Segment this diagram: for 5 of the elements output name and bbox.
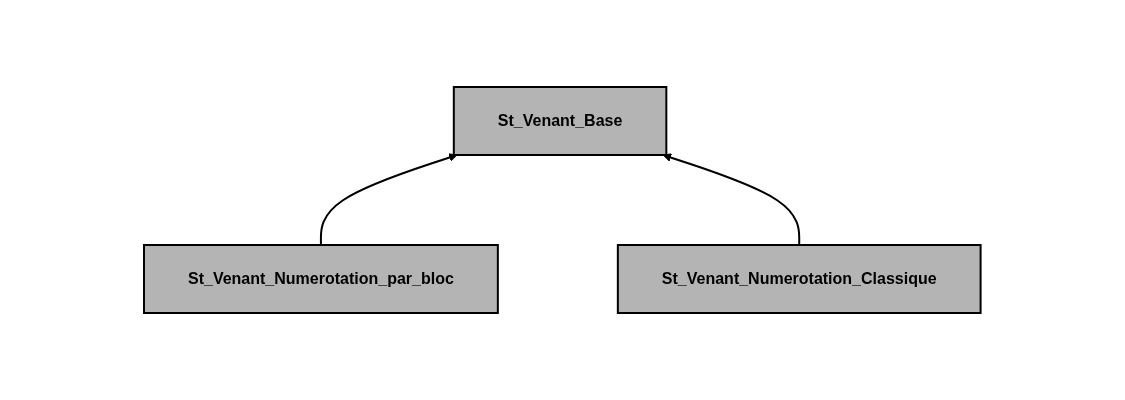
arrow [662,153,801,246]
node-box: St_Venant_Base [453,86,668,156]
node-box: St_Venant_Numerotation_Classique [617,244,982,314]
arrow [320,153,458,246]
node-box: St_Venant_Numerotation_par_bloc [143,244,500,314]
